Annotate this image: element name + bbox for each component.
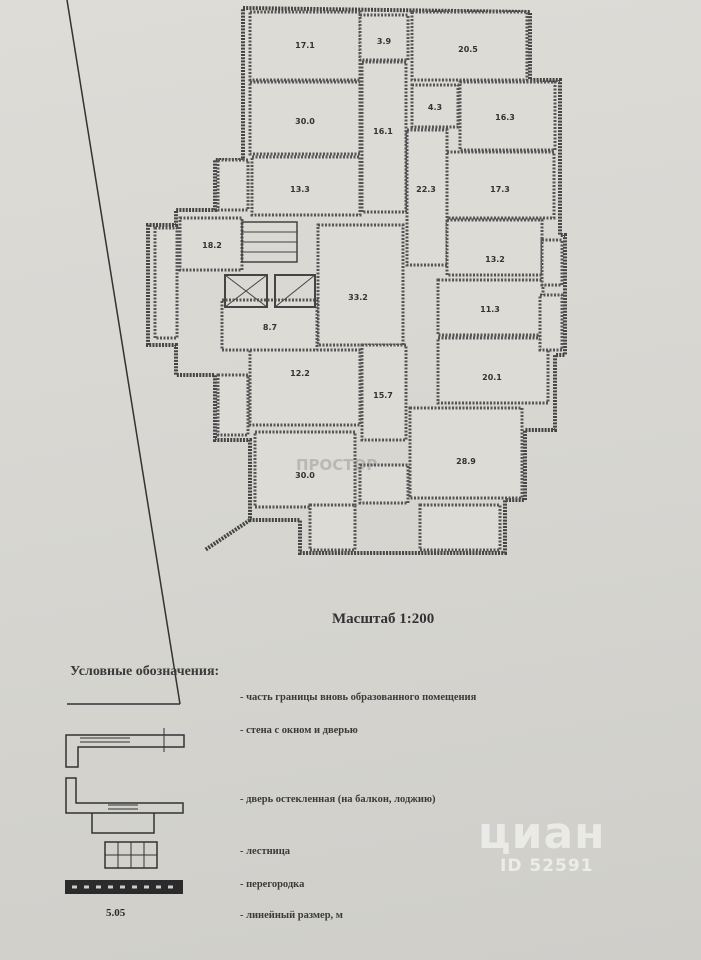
legend-item-wall: - стена с окном и дверью	[240, 725, 358, 736]
legend-item-dimension: - линейный размер, м	[240, 910, 343, 921]
room-area: 15.7	[373, 391, 393, 400]
room-area: 20.5	[458, 45, 478, 54]
cian-watermark: циан	[478, 808, 606, 859]
elevator-shafts	[224, 274, 316, 308]
room-area: 12.2	[290, 369, 310, 378]
diagonal-wall	[203, 518, 252, 552]
room-area: 30.0	[295, 117, 315, 126]
room	[253, 430, 357, 509]
room-area: 13.2	[485, 255, 505, 264]
room-area: 13.3	[290, 185, 310, 194]
room	[360, 343, 408, 442]
room	[248, 80, 362, 156]
room	[358, 463, 410, 505]
stairs	[241, 221, 298, 263]
room	[358, 13, 410, 62]
room	[410, 10, 529, 82]
legend-glazed-door	[65, 777, 184, 814]
legend-symbols	[65, 0, 185, 894]
balcony	[540, 238, 564, 287]
room-area: 3.9	[377, 37, 392, 46]
room-area: 11.3	[480, 305, 500, 314]
room-area: 17.1	[295, 41, 315, 50]
agency-watermark: ПРОСТОР	[296, 456, 378, 474]
room-labels: 17.1 3.9 20.5 30.0 16.1 4.3 16.3 13.3 22…	[202, 37, 515, 480]
room	[360, 60, 408, 214]
listing-id-watermark: ID 52591	[500, 856, 594, 876]
loggia	[153, 226, 179, 340]
room	[405, 128, 449, 267]
legend-dimension-sample: 5.05	[106, 907, 126, 919]
room-area: 22.3	[416, 185, 436, 194]
rooms	[153, 10, 564, 552]
room	[436, 336, 550, 405]
room-area: 16.1	[373, 127, 393, 136]
scale-label: Масштаб 1:200	[332, 611, 435, 627]
legend-wall-window-door	[65, 734, 185, 768]
legend-item-glazed-door: - дверь остекленная (на балкон, лоджию)	[240, 794, 436, 805]
room	[458, 80, 557, 152]
room	[445, 150, 556, 220]
room-area: 28.9	[456, 457, 476, 466]
legend-boundary-line	[66, 0, 181, 705]
balcony	[418, 503, 502, 552]
room-area: 16.3	[495, 113, 515, 122]
room	[248, 10, 362, 82]
room-area: 8.7	[263, 323, 277, 332]
room-area: 30.0	[295, 471, 315, 480]
room-area: 18.2	[202, 241, 222, 250]
legend-item-boundary: - часть границы вновь образованного поме…	[240, 692, 477, 703]
legend-item-stairs: - лестница	[240, 846, 291, 857]
room	[316, 223, 405, 347]
room-area: 17.3	[490, 185, 510, 194]
outer-wall	[146, 6, 567, 555]
room	[250, 155, 362, 217]
balcony	[216, 158, 250, 212]
room	[445, 218, 544, 277]
room	[436, 278, 545, 337]
balcony	[308, 503, 357, 552]
room-area: 33.2	[348, 293, 368, 302]
room	[410, 83, 460, 129]
legend-item-partition: - перегородка	[240, 879, 305, 890]
legend-title: Условные обозначения:	[70, 664, 220, 679]
room-area: 4.3	[428, 103, 442, 112]
room	[248, 348, 362, 427]
balcony	[538, 293, 564, 352]
legend-stairs	[104, 841, 158, 869]
room-area: 20.1	[482, 373, 502, 382]
room	[408, 406, 524, 500]
balcony	[216, 373, 250, 437]
